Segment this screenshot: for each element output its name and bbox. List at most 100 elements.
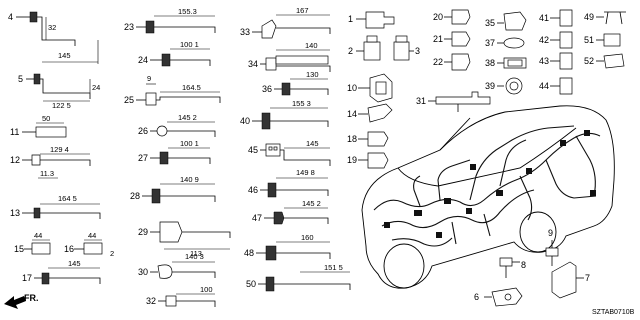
part-47[interactable]: 47 145 2 [252,199,329,225]
part-33[interactable]: 33 167 [240,6,331,39]
callout-12[interactable]: 12 [10,155,20,165]
part-48[interactable]: 48 160 [244,233,331,261]
callout-29[interactable]: 29 [138,227,148,237]
callout-14[interactable]: 14 [347,109,357,119]
callout-9[interactable]: 9 [548,228,553,238]
callout-30[interactable]: 30 [138,267,148,277]
part-28[interactable]: 28 140 9 [130,175,216,204]
part-38[interactable]: 38 [485,57,527,69]
callout-47[interactable]: 47 [252,213,262,223]
part-52[interactable]: 52 [584,53,625,69]
callout-19[interactable]: 19 [347,155,357,165]
callout-7[interactable]: 7 [585,273,590,283]
part-42[interactable]: 42 [539,31,573,49]
part-36[interactable]: 36 130 [262,70,329,96]
part-49[interactable]: 49 [584,11,626,25]
part-11[interactable]: 11 50 [10,114,67,138]
callout-43[interactable]: 43 [539,56,549,66]
part-40[interactable]: 40 155 3 [240,99,329,130]
callout-15[interactable]: 15 [14,244,24,254]
part-21[interactable]: 21 [433,31,471,47]
part-12[interactable]: 12 129 4 11.3 [10,145,91,179]
callout-38[interactable]: 38 [485,58,495,68]
callout-16[interactable]: 16 [64,244,74,254]
part-41[interactable]: 41 [539,9,573,27]
callout-28[interactable]: 28 [130,191,140,201]
part-45[interactable]: 45 145 [248,139,331,166]
callout-17[interactable]: 17 [22,273,32,283]
callout-10[interactable]: 10 [347,83,357,93]
part-19[interactable]: 19 [347,152,389,169]
part-27[interactable]: 27 100 1 [138,139,211,165]
part-4[interactable]: 4 32 145 [8,11,99,64]
part-26[interactable]: 26 145 2 [138,113,216,137]
part-2[interactable]: 2 [348,35,381,61]
callout-5[interactable]: 5 [18,74,23,84]
part-1[interactable]: 1 [348,11,395,29]
part-9[interactable]: 9 [545,228,559,266]
callout-26[interactable]: 26 [138,126,148,136]
callout-37[interactable]: 37 [485,38,495,48]
callout-51[interactable]: 51 [584,35,594,45]
callout-22[interactable]: 22 [433,57,443,67]
callout-45[interactable]: 45 [248,145,258,155]
part-17[interactable]: 17 145 [22,259,101,285]
callout-1[interactable]: 1 [348,14,353,24]
callout-40[interactable]: 40 [240,116,250,126]
part-20[interactable]: 20 [433,9,471,25]
part-15[interactable]: 15 44 [14,231,51,255]
part-34[interactable]: 34 140 [248,41,331,72]
part-39[interactable]: 39 [485,77,523,95]
callout-3[interactable]: 3 [415,46,420,56]
callout-33[interactable]: 33 [240,27,250,37]
callout-32[interactable]: 32 [146,296,156,306]
callout-49[interactable]: 49 [584,12,594,22]
callout-42[interactable]: 42 [539,35,549,45]
part-46[interactable]: 46 149 8 [248,168,329,198]
part-51[interactable]: 51 [584,33,621,47]
part-43[interactable]: 43 [539,52,573,70]
part-35[interactable]: 35 [485,11,527,31]
part-31[interactable]: 31 [416,91,491,112]
part-8[interactable]: 8 [499,257,526,278]
part-22[interactable]: 22 [433,53,471,71]
callout-13[interactable]: 13 [10,208,20,218]
part-3[interactable]: 3 [393,35,420,61]
part-30[interactable]: 30 140 3 [138,252,216,279]
part-50[interactable]: 50 151 5 [246,263,351,292]
callout-20[interactable]: 20 [433,12,443,22]
callout-8[interactable]: 8 [521,260,526,270]
part-16[interactable]: 16 44 2 [64,231,114,258]
callout-44[interactable]: 44 [539,81,549,91]
part-5[interactable]: 5 24 122 5 [18,73,100,110]
callout-52[interactable]: 52 [584,56,594,66]
part-10[interactable]: 10 [347,73,393,103]
callout-34[interactable]: 34 [248,59,258,69]
part-7[interactable]: 7 [551,261,590,299]
callout-41[interactable]: 41 [539,13,549,23]
part-37[interactable]: 37 [485,37,525,49]
part-14[interactable]: 14 [347,103,393,123]
callout-21[interactable]: 21 [433,34,443,44]
callout-2[interactable]: 2 [348,46,353,56]
callout-31[interactable]: 31 [416,96,426,106]
callout-23[interactable]: 23 [124,22,134,32]
part-23[interactable]: 23 155.3 [124,7,216,34]
callout-25[interactable]: 25 [124,95,134,105]
callout-6[interactable]: 6 [474,292,479,302]
callout-48[interactable]: 48 [244,248,254,258]
part-44[interactable]: 44 [539,77,573,95]
part-24[interactable]: 24 100 1 [138,40,211,67]
part-13[interactable]: 13 164 5 [10,194,101,219]
callout-35[interactable]: 35 [485,18,495,28]
part-6[interactable]: 6 [474,287,523,307]
callout-4[interactable]: 4 [8,12,13,22]
callout-39[interactable]: 39 [485,81,495,91]
callout-50[interactable]: 50 [246,279,256,289]
callout-18[interactable]: 18 [347,134,357,144]
callout-36[interactable]: 36 [262,84,272,94]
part-29[interactable]: 29 113 [138,221,231,258]
callout-27[interactable]: 27 [138,153,148,163]
callout-46[interactable]: 46 [248,185,258,195]
part-32[interactable]: 32 100 [146,285,216,307]
